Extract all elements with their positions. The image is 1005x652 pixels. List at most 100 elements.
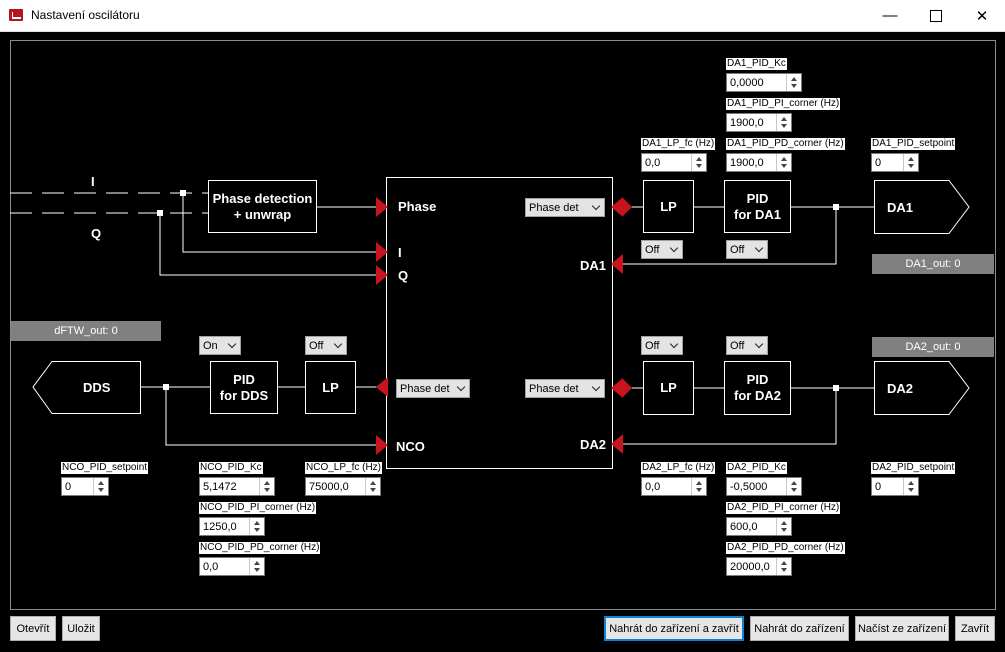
upload-and-close-button[interactable]: Nahrát do zařízení a zavřít bbox=[604, 616, 744, 641]
spinner-arrows-icon[interactable] bbox=[786, 74, 801, 91]
da1-setpoint-spinner[interactable]: 0 bbox=[871, 153, 919, 172]
nco-lp-enable-value: Off bbox=[309, 340, 324, 352]
nco-pid-kc-label: NCO_PID_Kc bbox=[199, 462, 263, 474]
da1-lp-fc-spinner[interactable]: 0,0 bbox=[641, 153, 707, 172]
dftw-out-value: dFTW_out: 0 bbox=[11, 321, 161, 341]
da1-lp-block: LP bbox=[643, 180, 694, 233]
spinner-arrows-icon[interactable] bbox=[776, 518, 791, 535]
spinner-arrows-icon[interactable] bbox=[776, 114, 791, 131]
da2-lp-fc-value: 0,0 bbox=[645, 481, 661, 493]
chevron-down-icon bbox=[669, 243, 679, 253]
chevron-down-icon bbox=[456, 382, 466, 392]
nco-pid-pi-spinner[interactable]: 1250,0 bbox=[199, 517, 265, 536]
da2-pid-pd-value: 20000,0 bbox=[730, 561, 770, 573]
da1-pid-line2: for DA1 bbox=[734, 206, 781, 222]
da1-lp-enable-select[interactable]: Off bbox=[641, 240, 683, 259]
da2-pid-kc-value: -0,5000 bbox=[730, 481, 768, 493]
mux-nco-source-select[interactable]: Phase det bbox=[396, 379, 470, 398]
nco-pid-line1: PID bbox=[233, 371, 255, 387]
da2-pid-pi-value: 600,0 bbox=[730, 521, 758, 533]
upload-button[interactable]: Nahrát do zařízení bbox=[750, 616, 849, 641]
da2-pid-enable-value: Off bbox=[730, 340, 745, 352]
da2-setpoint-value: 0 bbox=[875, 481, 882, 493]
da2-pid-pi-label: DA2_PID_PI_corner (Hz) bbox=[726, 502, 841, 514]
nco-pid-kc-spinner[interactable]: 5,1472 bbox=[199, 477, 275, 496]
mux-in-phase-label: Phase bbox=[398, 199, 437, 214]
open-button[interactable]: Otevřít bbox=[10, 616, 56, 641]
da1-lp-fc-label: DA1_LP_fc (Hz) bbox=[641, 138, 716, 150]
mux-da1-source-value: Phase det bbox=[529, 202, 579, 214]
da2-pid-pi-spinner[interactable]: 600,0 bbox=[726, 517, 792, 536]
da1-output-label: DA1 bbox=[887, 200, 914, 215]
da2-pid-block: PID for DA2 bbox=[724, 361, 791, 415]
chevron-down-icon bbox=[754, 339, 764, 349]
da2-lp-enable-select[interactable]: Off bbox=[641, 336, 683, 355]
close-icon: ✕ bbox=[975, 7, 989, 25]
maximize-button[interactable] bbox=[913, 0, 959, 31]
da1-pid-pi-value: 1900,0 bbox=[730, 117, 764, 129]
spinner-arrows-icon[interactable] bbox=[903, 478, 918, 495]
nco-pid-enable-select[interactable]: On bbox=[199, 336, 241, 355]
nco-setpoint-spinner[interactable]: 0 bbox=[61, 477, 109, 496]
da1-pid-kc-value: 0,0000 bbox=[730, 77, 764, 89]
da1-pid-pd-value: 1900,0 bbox=[730, 157, 764, 169]
spinner-arrows-icon[interactable] bbox=[259, 478, 274, 495]
spinner-arrows-icon[interactable] bbox=[691, 478, 706, 495]
load-from-device-button[interactable]: Načíst ze zařízení bbox=[855, 616, 949, 641]
minimize-icon: — bbox=[882, 7, 898, 24]
spinner-arrows-icon[interactable] bbox=[786, 478, 801, 495]
da1-pid-enable-select[interactable]: Off bbox=[726, 240, 768, 259]
nco-pid-enable-value: On bbox=[203, 340, 218, 352]
da2-lp-label: LP bbox=[660, 380, 677, 395]
nco-lp-fc-spinner[interactable]: 75000,0 bbox=[305, 477, 381, 496]
mux-da2-source-select[interactable]: Phase det bbox=[525, 379, 605, 398]
da1-pid-pd-label: DA1_PID_PD_corner (Hz) bbox=[726, 138, 845, 150]
da2-pid-kc-spinner[interactable]: -0,5000 bbox=[726, 477, 802, 496]
da1-pid-kc-spinner[interactable]: 0,0000 bbox=[726, 73, 802, 92]
nco-pid-pd-label: NCO_PID_PD_corner (Hz) bbox=[199, 542, 321, 554]
nco-pid-pi-label: NCO_PID_PI_corner (Hz) bbox=[199, 502, 317, 514]
nco-pid-block: PID for DDS bbox=[210, 361, 278, 414]
spinner-arrows-icon[interactable] bbox=[691, 154, 706, 171]
nco-lp-enable-select[interactable]: Off bbox=[305, 336, 347, 355]
nco-lp-label: LP bbox=[322, 379, 339, 395]
nco-pid-pd-spinner[interactable]: 0,0 bbox=[199, 557, 265, 576]
da1-pid-kc-label: DA1_PID_Kc bbox=[726, 58, 787, 70]
mux-da1-source-select[interactable]: Phase det bbox=[525, 198, 605, 217]
da1-pid-pi-spinner[interactable]: 1900,0 bbox=[726, 113, 792, 132]
da2-lp-block: LP bbox=[643, 361, 694, 415]
nco-pid-pd-value: 0,0 bbox=[203, 561, 219, 573]
spinner-arrows-icon[interactable] bbox=[249, 518, 264, 535]
da2-setpoint-spinner[interactable]: 0 bbox=[871, 477, 919, 496]
spinner-arrows-icon[interactable] bbox=[93, 478, 108, 495]
title-bar: Nastavení oscilátoru — ✕ bbox=[0, 0, 1005, 32]
close-window-button[interactable]: ✕ bbox=[959, 0, 1005, 31]
mux-da2-source-value: Phase det bbox=[529, 383, 579, 395]
spinner-arrows-icon[interactable] bbox=[903, 154, 918, 171]
da1-lp-fc-value: 0,0 bbox=[645, 157, 661, 169]
nco-lp-fc-label: NCO_LP_fc (Hz) bbox=[305, 462, 383, 474]
da2-pid-pd-spinner[interactable]: 20000,0 bbox=[726, 557, 792, 576]
nco-lp-fc-value: 75000,0 bbox=[309, 481, 349, 493]
spinner-arrows-icon[interactable] bbox=[776, 558, 791, 575]
minimize-button[interactable]: — bbox=[867, 0, 913, 31]
da1-pid-enable-value: Off bbox=[730, 244, 745, 256]
close-button[interactable]: Zavřít bbox=[955, 616, 995, 641]
da2-pid-enable-select[interactable]: Off bbox=[726, 336, 768, 355]
nco-pid-kc-value: 5,1472 bbox=[203, 481, 237, 493]
input-i-label: I bbox=[91, 174, 95, 189]
da2-lp-fc-spinner[interactable]: 0,0 bbox=[641, 477, 707, 496]
da1-setpoint-label: DA1_PID_setpoint bbox=[871, 138, 956, 150]
da1-setpoint-value: 0 bbox=[875, 157, 882, 169]
nco-setpoint-value: 0 bbox=[65, 481, 72, 493]
da2-pid-kc-label: DA2_PID_Kc bbox=[726, 462, 787, 474]
phase-detection-block: Phase detection + unwrap bbox=[208, 180, 317, 233]
nco-lp-block: LP bbox=[305, 361, 356, 414]
spinner-arrows-icon[interactable] bbox=[776, 154, 791, 171]
dds-output-label: DDS bbox=[83, 380, 111, 395]
spinner-arrows-icon[interactable] bbox=[365, 478, 380, 495]
da1-pid-pd-spinner[interactable]: 1900,0 bbox=[726, 153, 792, 172]
da1-pid-pi-label: DA1_PID_PI_corner (Hz) bbox=[726, 98, 841, 110]
save-button[interactable]: Uložit bbox=[62, 616, 100, 641]
spinner-arrows-icon[interactable] bbox=[249, 558, 264, 575]
